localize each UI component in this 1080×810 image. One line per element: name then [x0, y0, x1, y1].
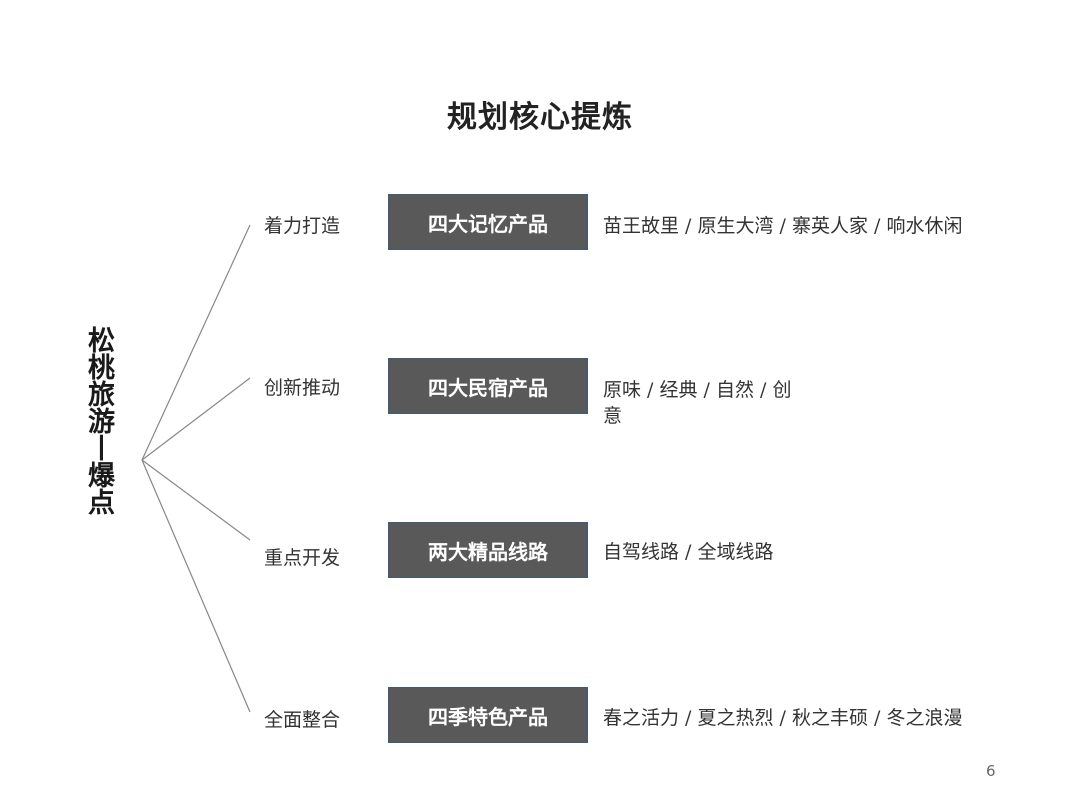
detail-1: 苗王故里 / 原生大湾 / 寨英人家 / 响水休闲	[603, 215, 963, 237]
detail-3: 自驾线路 / 全域线路	[603, 541, 774, 563]
product-label-2: 四大民宿产品	[428, 375, 548, 400]
branch-line-2	[141, 377, 251, 461]
product-label-4: 四季特色产品	[428, 704, 548, 729]
verb-3: 重点开发	[264, 547, 341, 569]
page-title: 规划核心提炼	[447, 100, 633, 135]
product-box-1: 四大记忆产品	[388, 194, 588, 250]
branch-line-4	[141, 459, 251, 713]
detail-2: 原味 / 经典 / 自然 / 创意	[603, 379, 792, 427]
product-box-4: 四季特色产品	[388, 687, 588, 743]
side-label: 松桃旅游丨爆点	[83, 326, 114, 515]
verb-1: 着力打造	[264, 215, 341, 237]
product-box-3: 两大精品线路	[388, 522, 588, 578]
detail-4: 春之活力 / 夏之热烈 / 秋之丰硕 / 冬之浪漫	[603, 707, 963, 729]
product-box-2: 四大民宿产品	[388, 358, 588, 414]
page-number: 6	[986, 762, 996, 780]
verb-2: 创新推动	[264, 377, 341, 399]
branch-line-3	[141, 459, 251, 541]
verb-4: 全面整合	[264, 709, 341, 731]
branch-line-1	[141, 224, 251, 461]
product-label-1: 四大记忆产品	[428, 211, 548, 236]
product-label-3: 两大精品线路	[428, 539, 548, 564]
